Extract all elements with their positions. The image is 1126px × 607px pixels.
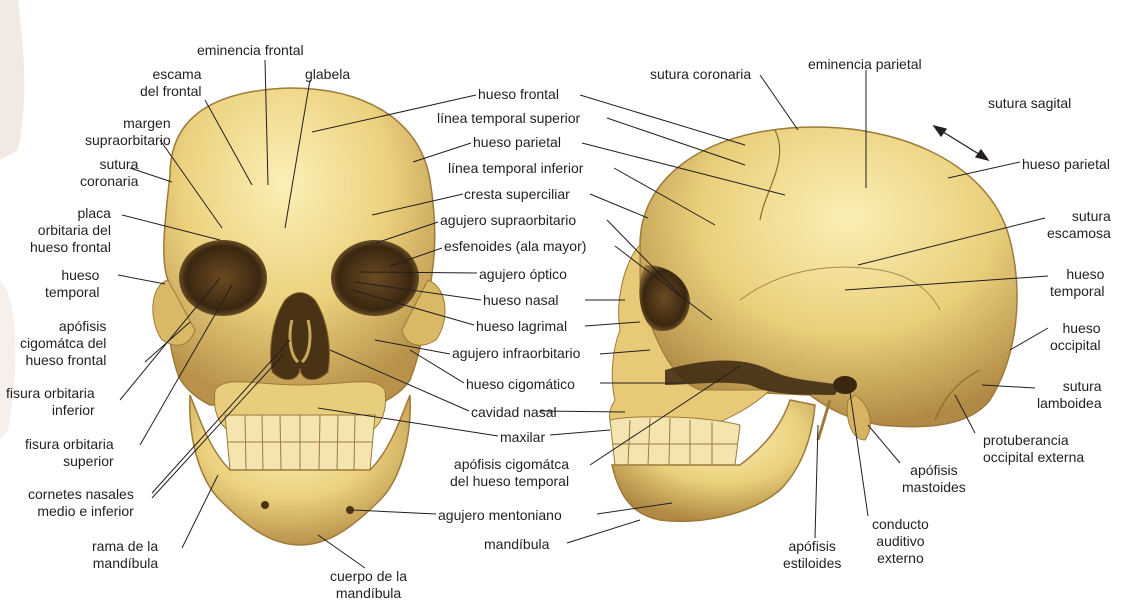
label-hueso-cigomatico: hueso cigomático xyxy=(466,376,575,393)
label-apofisis-estiloides: apófisis estiloides xyxy=(783,538,841,572)
label-placa-orbitaria: placa orbitaria del hueso frontal xyxy=(30,205,111,256)
label-glabela: glabela xyxy=(305,66,350,83)
label-linea-temporal-inferior: línea temporal inferior xyxy=(448,160,583,177)
label-cresta-superciliar: cresta superciliar xyxy=(464,186,570,203)
label-eminencia-frontal: eminencia frontal xyxy=(197,42,304,59)
label-agujero-mentoniano: agujero mentoniano xyxy=(438,507,562,524)
label-protuberancia: protuberancia occipital externa xyxy=(983,432,1084,466)
label-hueso-occipital: hueso occipital xyxy=(1050,320,1101,354)
label-apofisis-cigomatica-temporal: apófisis cigomátca del hueso temporal xyxy=(450,456,569,490)
label-conducto-auditivo: conducto auditivo externo xyxy=(872,516,929,567)
label-apofisis-cigomatica-frontal: apófisis cigomátca del hueso frontal xyxy=(20,318,106,369)
label-hueso-parietal-mid: hueso parietal xyxy=(473,134,561,151)
label-hueso-temporal-side: hueso temporal xyxy=(1050,266,1104,300)
label-cavidad-nasal: cavidad nasal xyxy=(471,404,557,421)
label-apofisis-mastoides: apófisis mastoides xyxy=(902,462,966,496)
label-hueso-temporal-front: hueso temporal xyxy=(45,267,99,301)
label-agujero-infraorbitario: agujero infraorbitario xyxy=(452,345,580,362)
label-sutura-escamosa: sutura escamosa xyxy=(1047,208,1111,242)
label-escama-del-frontal: escama del frontal xyxy=(140,66,201,100)
label-hueso-frontal: hueso frontal xyxy=(478,86,559,103)
side-ear-canal xyxy=(833,376,857,394)
label-margen-supraorbitario: margen supraorbitario xyxy=(85,115,171,149)
front-orbit-left xyxy=(179,240,267,316)
label-sutura-sagital: sutura sagital xyxy=(988,95,1071,112)
label-hueso-nasal: hueso nasal xyxy=(483,292,559,309)
label-cornetes-nasales: cornetes nasales medio e inferior xyxy=(28,486,134,520)
label-maxilar: maxilar xyxy=(500,429,545,446)
label-agujero-supraorbitario: agujero supraorbitario xyxy=(440,212,576,229)
label-sutura-lamboidea: sutura lamboidea xyxy=(1037,378,1102,412)
label-fisura-orbitaria-superior: fisura orbitaria superior xyxy=(25,436,114,470)
label-sutura-coronaria-side: sutura coronaria xyxy=(650,66,751,83)
label-sutura-coronaria-front: sutura coronaria xyxy=(80,156,138,190)
label-linea-temporal-superior: línea temporal superior xyxy=(437,110,580,127)
front-mental-foramen-right xyxy=(346,506,354,514)
label-cuerpo-mandibula: cuerpo de la mandíbula xyxy=(330,568,407,602)
label-fisura-orbitaria-inferior: fisura orbitaria inferior xyxy=(6,385,95,419)
label-eminencia-parietal: eminencia parietal xyxy=(808,56,922,73)
label-agujero-optico: agujero óptico xyxy=(479,266,567,283)
label-rama-mandibula: rama de la mandíbula xyxy=(92,538,158,572)
label-mandibula: mandíbula xyxy=(484,536,549,553)
front-orbit-right xyxy=(331,240,419,316)
front-mental-foramen-left xyxy=(261,501,269,509)
label-hueso-parietal-side: hueso parietal xyxy=(1022,156,1110,173)
label-hueso-lagrimal: hueso lagrimal xyxy=(476,318,567,335)
label-esfenoides: esfenoides (ala mayor) xyxy=(444,238,586,255)
